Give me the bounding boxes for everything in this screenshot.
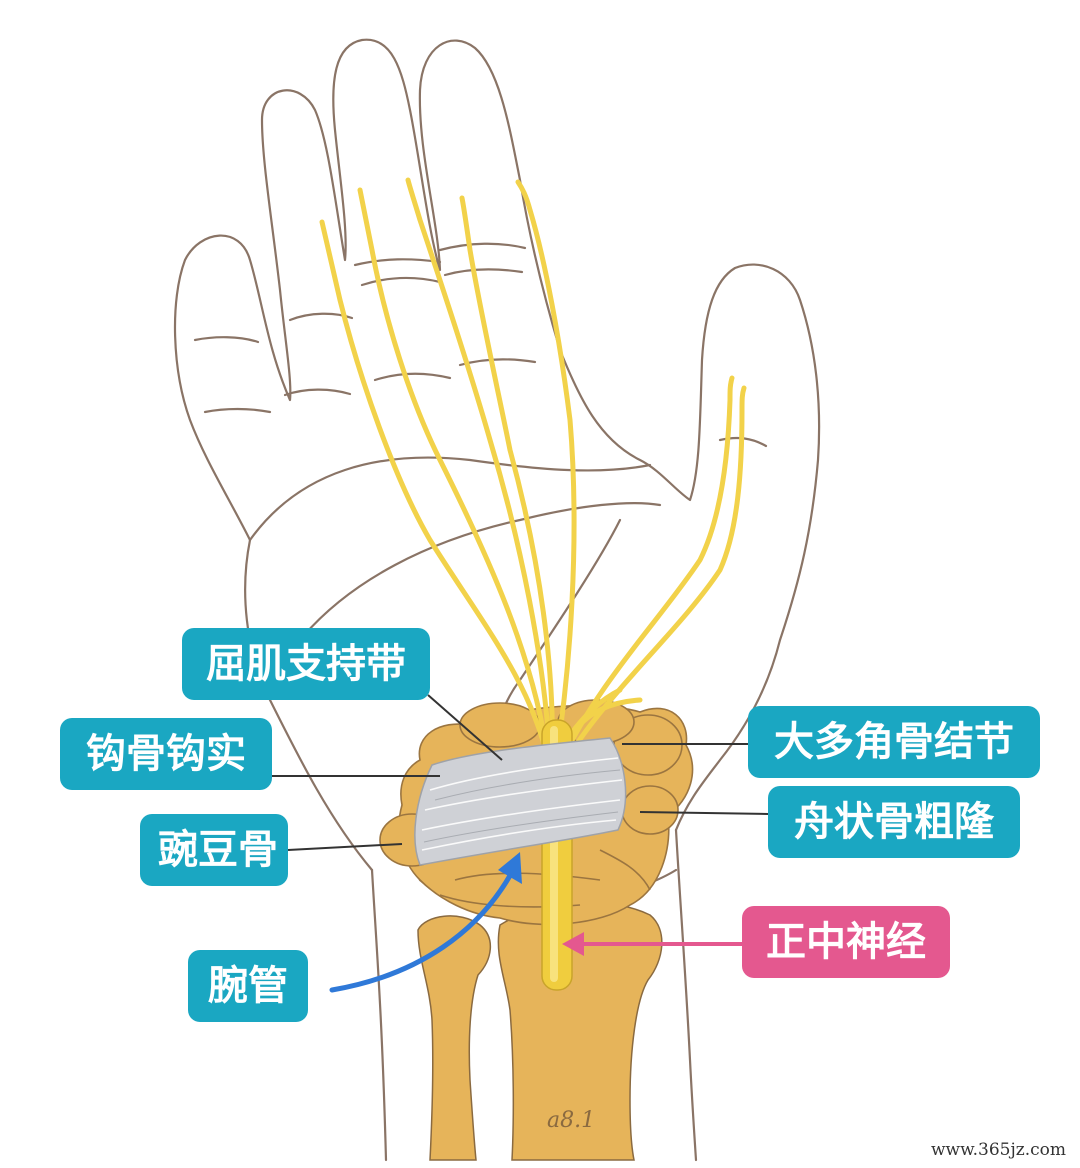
label-scaphoid-tubercle: 舟状骨粗隆 [768,786,1020,858]
label-median-nerve: 正中神经 [742,906,950,978]
label-carpal-tunnel: 腕管 [188,950,308,1022]
forearm-bones [417,901,663,1161]
site-watermark: www.365jz.com [931,1140,1066,1160]
median-nerve-pointer [562,932,742,956]
flexor-retinaculum-band [414,737,627,866]
label-pisiform: 豌豆骨 [140,814,288,886]
artist-signature: a8.1 [547,1108,596,1133]
label-hook-of-hamate: 钩骨钩实 [60,718,272,790]
carpal-tunnel-arrow [329,852,522,993]
label-flexor-retinaculum: 屈肌支持带 [182,628,430,700]
leader-lines [272,694,769,851]
nerve-branches [319,177,747,763]
label-trapezium-tubercle: 大多角骨结节 [748,706,1040,778]
